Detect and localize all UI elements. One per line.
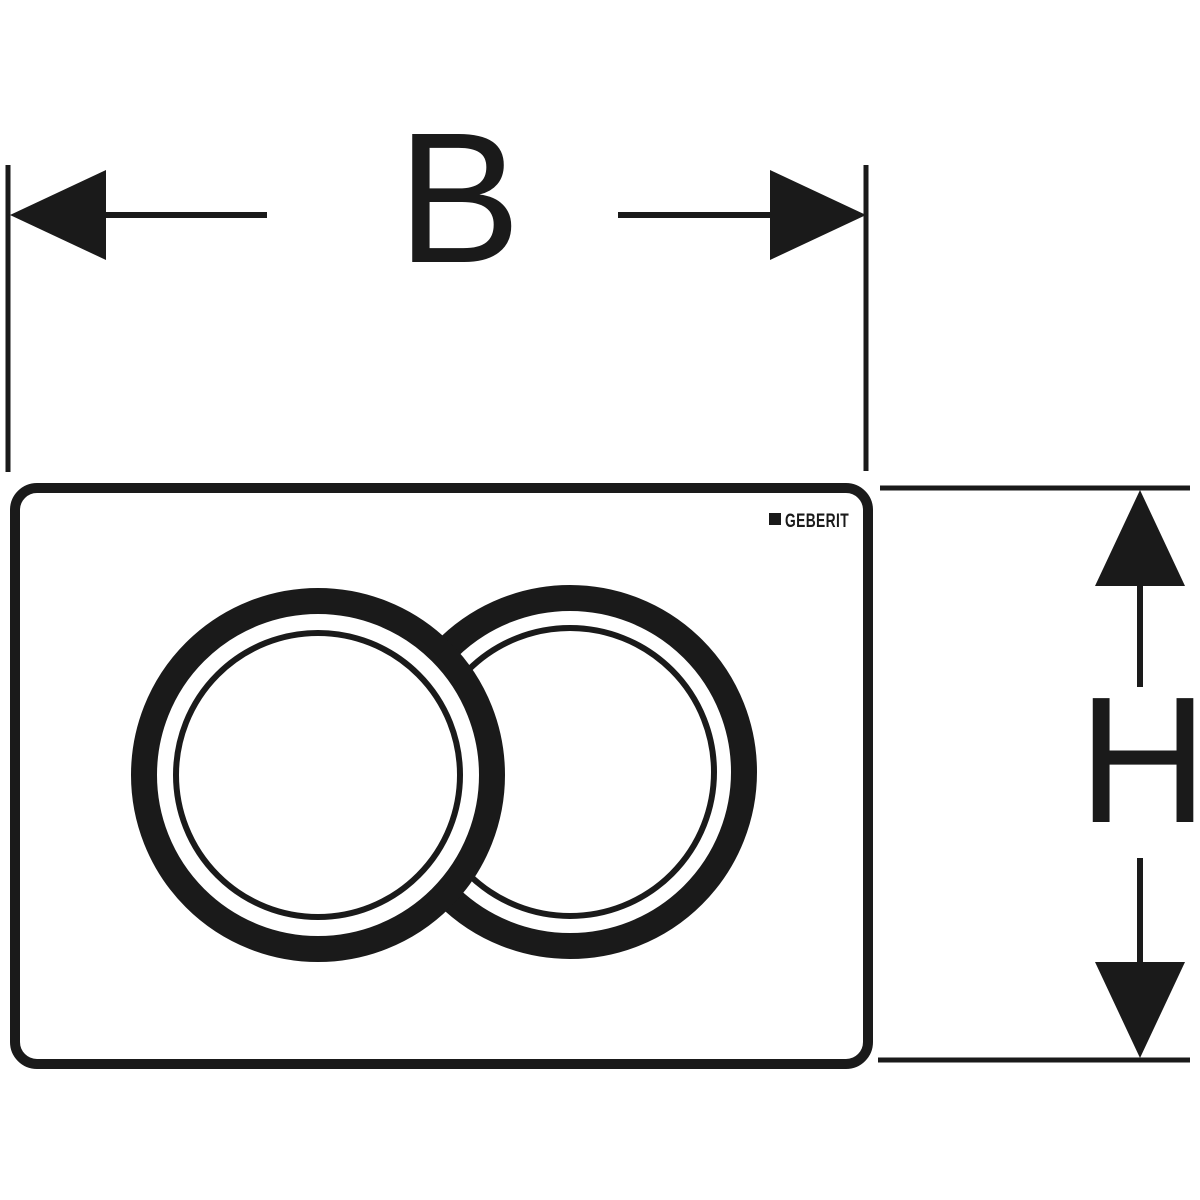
flush-plate: GEBERIT xyxy=(10,483,873,1069)
geberit-logo-text: GEBERIT xyxy=(785,511,849,532)
left-flush-button xyxy=(131,588,505,962)
geberit-logo: GEBERIT xyxy=(769,511,849,532)
width-arrow-right-icon xyxy=(770,170,866,260)
left-button-inner-ring xyxy=(173,630,463,920)
height-dimension: H xyxy=(878,485,1200,1063)
height-arrow-up-icon xyxy=(1095,490,1185,586)
geberit-logo-mark xyxy=(769,513,781,525)
width-label: B xyxy=(397,95,521,302)
height-arrow-down-icon xyxy=(1095,962,1185,1058)
height-label: H xyxy=(1078,660,1200,861)
width-arrow-left-icon xyxy=(10,170,106,260)
left-button-outer-ring xyxy=(131,588,505,962)
width-dimension: B xyxy=(5,95,869,472)
